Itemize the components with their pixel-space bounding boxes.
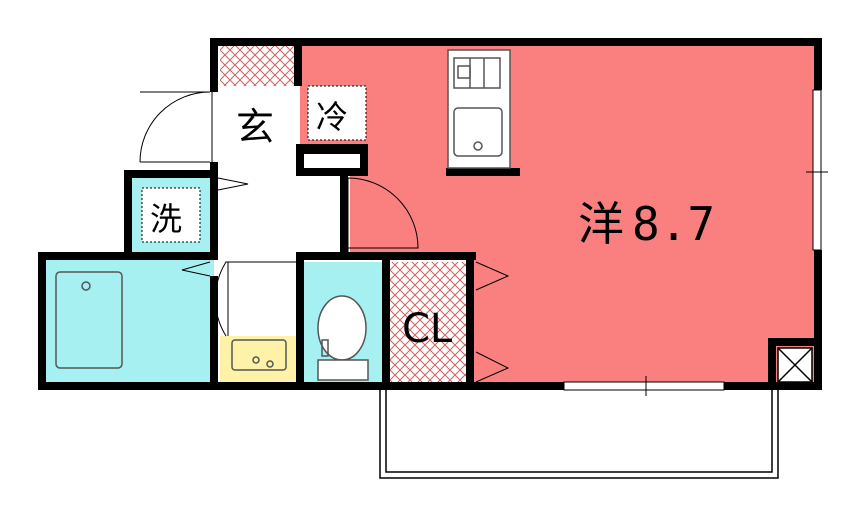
toilet-door (214, 261, 296, 337)
room-fills (42, 42, 818, 382)
bathtub (55, 271, 123, 369)
entrance-door (139, 91, 211, 163)
room-door (347, 177, 419, 252)
bath-door-mark (181, 261, 211, 277)
washbasin (231, 339, 287, 371)
western-room-name: 洋 (578, 197, 624, 251)
washer-label-box (141, 187, 201, 243)
bottom-window (563, 381, 725, 391)
balcony (379, 390, 779, 479)
washroom-door-mark (217, 177, 249, 191)
toilet (317, 295, 369, 381)
fridge-slot (304, 154, 360, 168)
western-room-size: 8.7 (632, 197, 715, 251)
doors (139, 91, 510, 383)
closet-fill (390, 262, 468, 382)
windows (563, 89, 828, 396)
closet-door-bottom (475, 351, 510, 383)
closet-door-top (475, 261, 510, 291)
kitchen (447, 49, 511, 169)
bathroom-fill (42, 258, 214, 382)
shoe-storage-fill (220, 46, 294, 86)
closet-label: CL (402, 306, 453, 352)
fridge-label: 冷 (316, 98, 348, 136)
western-room-fill (300, 42, 818, 382)
fridge-label-box (307, 85, 367, 141)
entrance-label: 玄 (236, 105, 274, 149)
corner-box (777, 347, 813, 383)
washer-label: 洗 (150, 200, 182, 238)
right-window (812, 89, 822, 251)
